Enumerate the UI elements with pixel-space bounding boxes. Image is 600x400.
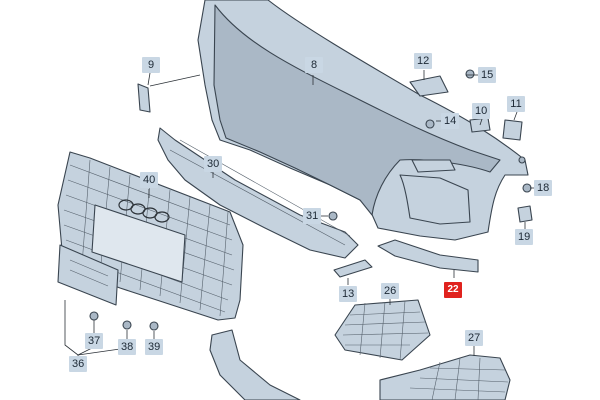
callout-11[interactable]: 11 (507, 96, 525, 112)
callout-39[interactable]: 39 (145, 339, 164, 355)
callout-37[interactable]: 37 (85, 333, 104, 349)
bumper-cover-part[interactable] (197, 0, 529, 241)
lower-lip-part[interactable] (209, 329, 301, 400)
callout-22-highlighted[interactable]: 22 (444, 282, 462, 298)
callout-26[interactable]: 26 (381, 283, 400, 299)
vent-grille-part[interactable] (334, 299, 431, 361)
callout-18[interactable]: 18 (534, 180, 553, 196)
callout-40[interactable]: 40 (140, 172, 159, 188)
callout-31[interactable]: 31 (303, 208, 322, 224)
callout-36[interactable]: 36 (69, 356, 88, 372)
trim-strip-part[interactable] (377, 239, 479, 273)
callout-12[interactable]: 12 (414, 53, 433, 69)
callout-38[interactable]: 38 (118, 339, 137, 355)
callout-8[interactable]: 8 (305, 57, 323, 73)
callout-27[interactable]: 27 (465, 330, 484, 346)
callout-15[interactable]: 15 (478, 67, 497, 83)
callout-9[interactable]: 9 (142, 57, 160, 73)
callout-10[interactable]: 10 (472, 103, 491, 119)
callout-13[interactable]: 13 (339, 286, 358, 302)
callout-14[interactable]: 14 (441, 113, 460, 129)
callout-19[interactable]: 19 (515, 229, 534, 245)
license-bracket-part[interactable] (57, 244, 119, 306)
spoiler-corner-part[interactable] (379, 354, 511, 400)
small-hardware-parts[interactable] (89, 69, 533, 331)
callout-30[interactable]: 30 (204, 156, 223, 172)
cap-cover-part[interactable] (333, 259, 373, 278)
